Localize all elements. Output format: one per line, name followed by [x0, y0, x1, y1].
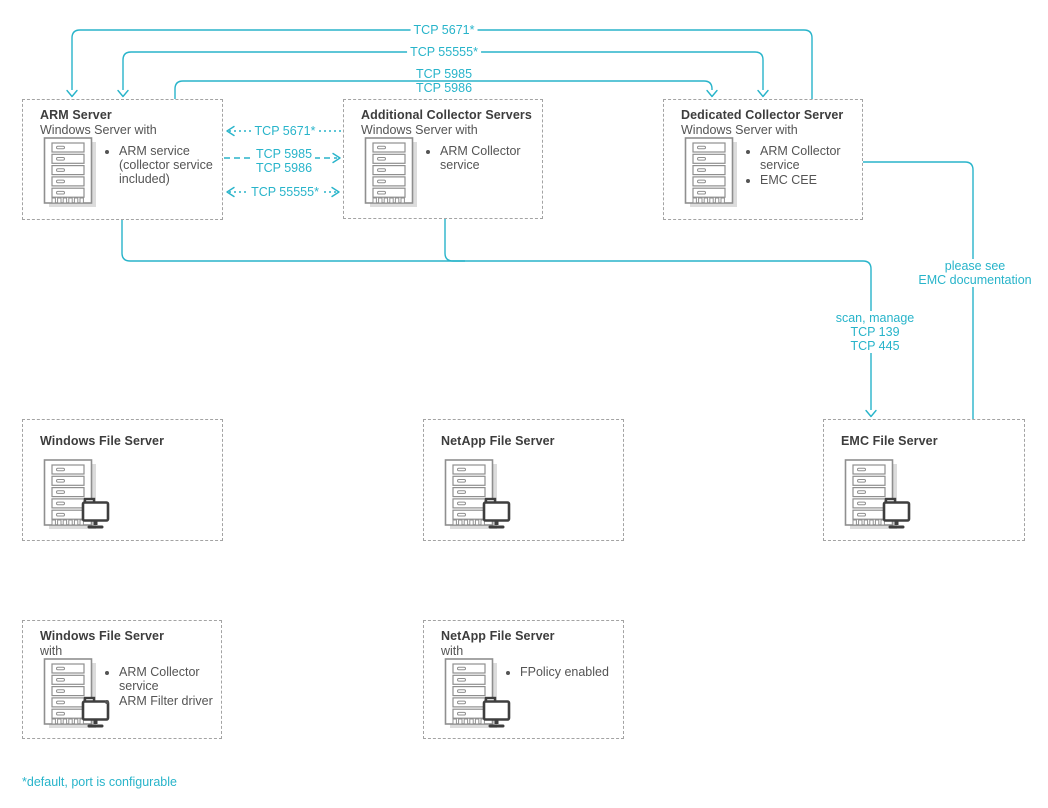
node-subtitle: Windows Server with: [40, 123, 157, 137]
label-line: please see: [944, 259, 1006, 273]
server-icon: [684, 137, 764, 217]
footnote-default-port: *default, port is configurable: [22, 775, 177, 789]
bullet-list: ARM Collector service: [426, 144, 556, 173]
file-server-icon: [43, 658, 123, 738]
bullet-list: FPolicy enabled: [506, 665, 636, 680]
arrowhead-down-arm-55555: [117, 89, 129, 98]
node-subtitle: Windows Server with: [681, 123, 798, 137]
bullet-item: ARM Collector service: [760, 144, 876, 172]
arrowhead-down-dedicated-55555: [757, 89, 769, 98]
server-icon: [364, 137, 444, 217]
label-line: TCP 445: [850, 339, 900, 353]
node-dedicated-collector-server: Dedicated Collector Server Windows Serve…: [663, 99, 863, 220]
file-server-icon: [444, 658, 524, 738]
connector-collectors-to-emc-file-server: [121, 220, 872, 410]
label-line: TCP 5985: [255, 147, 313, 161]
node-title: NetApp File Server: [441, 629, 555, 643]
arrowhead-left-arm-5671: [226, 125, 235, 137]
bullet-item: ARM Filter driver: [119, 694, 235, 708]
label-tcp55555-top: TCP 55555*: [407, 45, 481, 59]
arrowhead-left-arm-55555: [226, 186, 235, 198]
node-title: Windows File Server: [40, 434, 165, 448]
label-scan-manage: scan, manage TCP 139 TCP 445: [832, 311, 918, 353]
connector-tcp5985-arm-to-dedicated: [174, 80, 713, 99]
node-windows-file-server: Windows File Server: [22, 419, 223, 541]
bullet-item: ARM Collector service: [119, 665, 235, 693]
node-windows-file-server-collector: Windows File Server with ARM Collector s…: [22, 620, 222, 739]
bullet-list: ARM service (collector service included): [105, 144, 235, 187]
node-emc-file-server: EMC File Server: [823, 419, 1025, 541]
server-icon: [43, 137, 123, 217]
label-tcp5985-5986-top: TCP 5985 TCP 5986: [416, 67, 472, 95]
node-netapp-file-server-fpolicy: NetApp File Server with FPolicy enabled: [423, 620, 624, 739]
label-line: TCP 5986: [255, 161, 313, 175]
node-title: Dedicated Collector Server: [681, 108, 844, 122]
bullet-item: EMC CEE: [760, 173, 876, 187]
connector-additional-collector-branch: [444, 219, 465, 262]
label-line: EMC documentation: [918, 273, 1032, 287]
label-tcp5985-5986-mid: TCP 5985 TCP 5986: [252, 147, 316, 175]
label-please-see-emc-documentation: please see EMC documentation: [915, 259, 1035, 287]
node-arm-server: ARM Server Windows Server with ARM servi…: [22, 99, 223, 220]
arrowhead-down-emc-scan: [865, 409, 877, 418]
label-line: scan, manage: [835, 311, 915, 325]
label-tcp5671-mid: TCP 5671*: [251, 124, 319, 138]
node-additional-collector-servers: Additional Collector Servers Windows Ser…: [343, 99, 543, 219]
file-server-icon: [844, 459, 924, 539]
bullet-list: ARM Collector serviceARM Filter driver: [105, 665, 235, 709]
arrowhead-down-arm-5671: [66, 89, 78, 98]
label-line: TCP 139: [850, 325, 900, 339]
node-title: Additional Collector Servers: [361, 108, 532, 122]
arrowhead-right-additional-5985: [332, 152, 341, 164]
node-title: ARM Server: [40, 108, 112, 122]
node-subtitle: with: [441, 644, 464, 658]
node-subtitle: with: [40, 644, 63, 658]
label-tcp5671-top: TCP 5671*: [410, 23, 478, 37]
node-subtitle: Windows Server with: [361, 123, 478, 137]
bullet-item: ARM Collector service: [440, 144, 556, 172]
node-netapp-file-server: NetApp File Server: [423, 419, 624, 541]
label-line: TCP 5986: [415, 81, 473, 95]
bullet-item: FPolicy enabled: [520, 665, 636, 679]
bullet-item: ARM service (collector service included): [119, 144, 235, 186]
connector-dedicated-to-emc-documentation: [863, 161, 974, 419]
node-title: Windows File Server: [40, 629, 165, 643]
file-server-icon: [43, 459, 123, 539]
node-title: NetApp File Server: [441, 434, 555, 448]
label-tcp55555-mid: TCP 55555*: [248, 185, 322, 199]
file-server-icon: [444, 459, 524, 539]
node-title: EMC File Server: [841, 434, 938, 448]
label-line: TCP 5985: [415, 67, 473, 81]
arrowhead-down-dedicated-5985: [706, 89, 718, 98]
bullet-list: ARM Collector serviceEMC CEE: [746, 144, 876, 188]
arrowhead-right-additional-55555: [331, 186, 340, 198]
